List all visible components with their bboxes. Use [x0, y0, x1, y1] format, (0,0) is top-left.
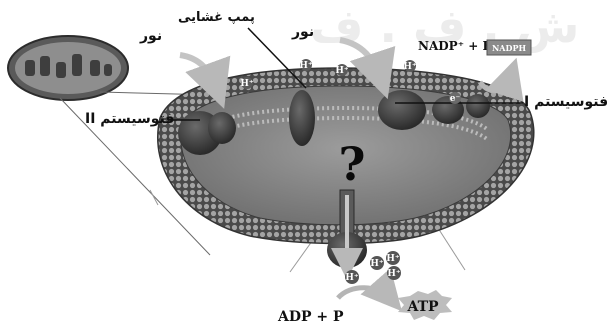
- svg-text:H⁺: H⁺: [335, 66, 349, 76]
- svg-text:NADPH: NADPH: [492, 43, 526, 53]
- atp-burst: ATP: [398, 290, 452, 320]
- svg-text:H⁺: H⁺: [403, 62, 417, 72]
- photosystem-1-label: فتوسیستم I: [524, 94, 607, 110]
- light-label-right: نور: [292, 24, 314, 40]
- svg-text:H⁺: H⁺: [240, 79, 254, 89]
- zoom-line: [150, 190, 158, 205]
- membrane-pump-complex: [289, 90, 315, 146]
- electron: e⁻: [449, 92, 461, 104]
- svg-text:H⁺: H⁺: [370, 259, 384, 269]
- chloroplast-icon: [8, 36, 128, 100]
- svg-text:H⁺: H⁺: [386, 254, 400, 264]
- light-label-left: نور: [140, 28, 162, 44]
- atp-arrow: [338, 288, 392, 300]
- svg-text:H⁺: H⁺: [387, 269, 401, 279]
- photosystem-2-label: فتوسیستم II: [85, 111, 174, 127]
- nadph-box: NADPH: [487, 40, 531, 55]
- svg-text:ATP: ATP: [406, 299, 439, 315]
- question-mark: ?: [339, 137, 366, 191]
- svg-text:H⁺: H⁺: [345, 273, 359, 283]
- membrane-pump-label: پمپ غشایی: [178, 10, 255, 25]
- svg-text:e⁻: e⁻: [450, 94, 461, 104]
- adp-equation: ADP + P: [277, 309, 344, 325]
- svg-text:H⁺: H⁺: [299, 61, 313, 71]
